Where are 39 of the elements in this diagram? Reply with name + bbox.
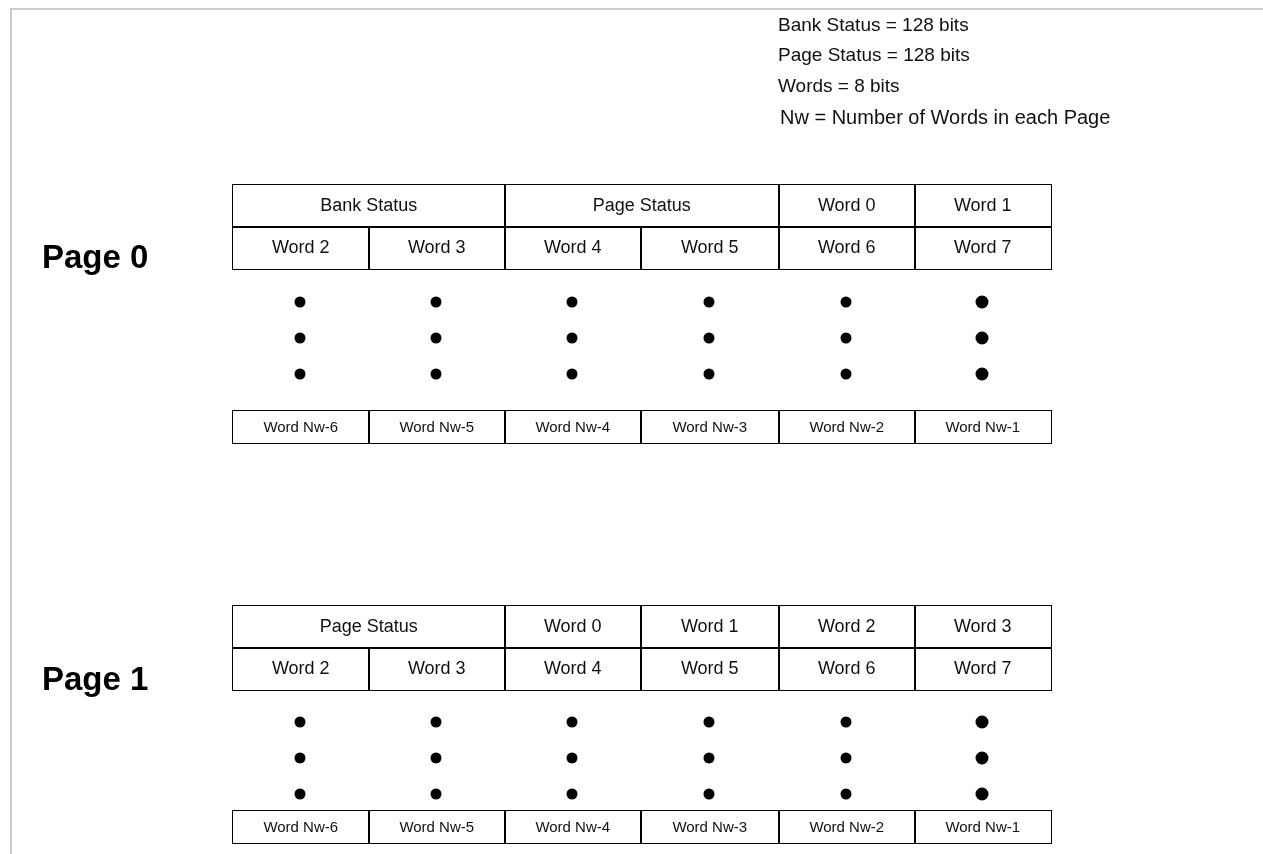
table-cell: Word Nw-3 <box>640 810 780 844</box>
table-cell: Word 2 <box>778 605 916 649</box>
legend-note: Page Status = 128 bits <box>778 44 970 66</box>
table-cell: Word 5 <box>640 647 780 691</box>
table-cell: Word 7 <box>914 226 1052 270</box>
table-cell: Word Nw-2 <box>778 410 916 444</box>
table-cell: Word 7 <box>914 647 1052 691</box>
table-cell: Word Nw-4 <box>504 410 642 444</box>
legend-note: Words = 8 bits <box>778 75 900 97</box>
page-title: Page 1 <box>42 660 149 698</box>
table-cell: Word 3 <box>368 647 506 691</box>
legend-note: Nw = Number of Words in each Page <box>780 106 1111 129</box>
table-cell: Word 6 <box>778 647 916 691</box>
table-cell: Bank Status <box>232 184 506 228</box>
table-cell: Word Nw-3 <box>640 410 780 444</box>
table-cell: Word 5 <box>640 226 780 270</box>
table-cell: Word Nw-4 <box>504 810 642 844</box>
table-cell: Word Nw-1 <box>914 410 1052 444</box>
table-cell: Word 4 <box>504 226 642 270</box>
table-cell: Word 1 <box>640 605 780 649</box>
table-cell: Page Status <box>504 184 780 228</box>
table-cell: Page Status <box>232 605 506 649</box>
table-cell: Word 1 <box>914 184 1052 228</box>
table-cell: Word 2 <box>232 226 370 270</box>
table-cell: Word Nw-5 <box>368 410 506 444</box>
table-cell: Word 6 <box>778 226 916 270</box>
legend-note: Bank Status = 128 bits <box>778 14 969 36</box>
table-cell: Word Nw-1 <box>914 810 1052 844</box>
table-cell: Word 4 <box>504 647 642 691</box>
table-cell: Word 2 <box>232 647 370 691</box>
table-cell: Word 0 <box>778 184 916 228</box>
table-cell: Word Nw-6 <box>232 810 370 844</box>
table-cell: Word Nw-5 <box>368 810 506 844</box>
table-cell: Word Nw-6 <box>232 410 370 444</box>
table-cell: Word 3 <box>368 226 506 270</box>
page-title: Page 0 <box>42 238 149 276</box>
table-cell: Word Nw-2 <box>778 810 916 844</box>
table-cell: Word 0 <box>504 605 642 649</box>
table-cell: Word 3 <box>914 605 1052 649</box>
